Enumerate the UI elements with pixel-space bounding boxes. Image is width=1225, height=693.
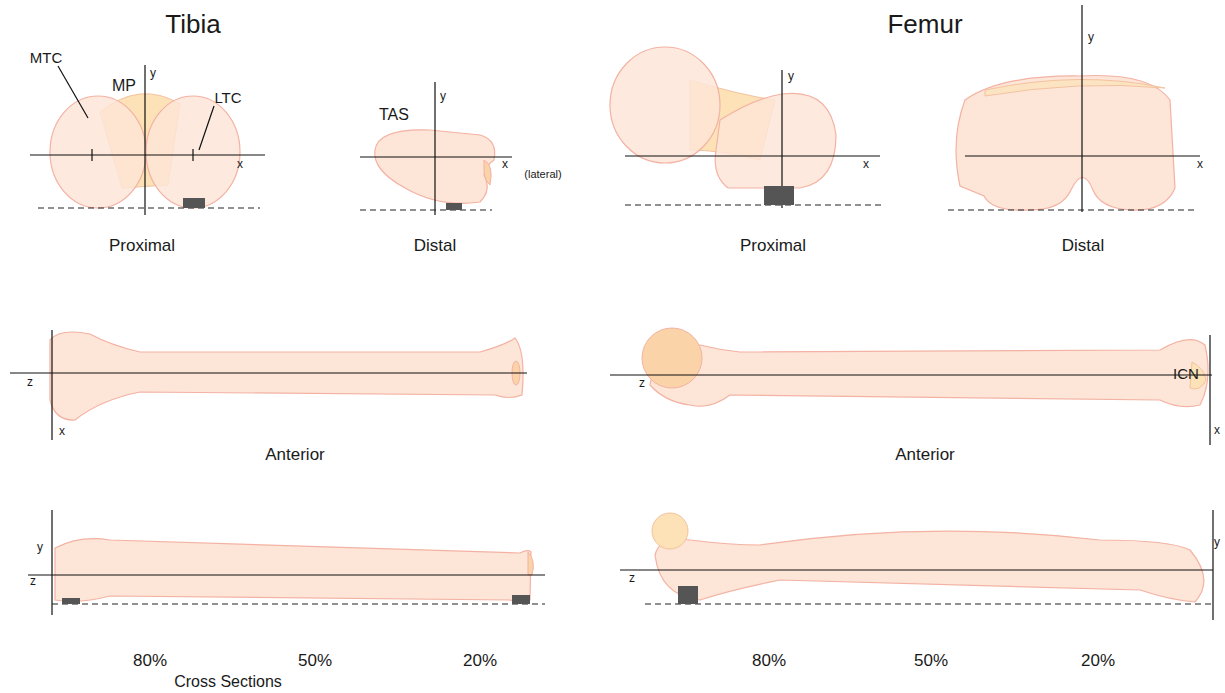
part-label: MP [112, 77, 136, 95]
contact-marker [678, 586, 698, 604]
axis-label: x [502, 158, 508, 171]
axis-label: y [150, 67, 156, 80]
axis-label: z [27, 376, 33, 389]
view-label: Anterior [265, 446, 325, 465]
leader-line [58, 66, 88, 118]
axis-line [192, 149, 193, 161]
axis-label: y [37, 541, 43, 554]
axis-label: z [30, 575, 36, 588]
figure-heading: Tibia [165, 10, 220, 39]
axis-line [1209, 335, 1210, 445]
figure-heading: Femur [887, 10, 962, 39]
axis-line [51, 330, 52, 440]
femur-distal [956, 76, 1175, 211]
contact-marker [512, 595, 530, 604]
greater-trochanter [715, 93, 836, 188]
part-label: LTC [214, 90, 241, 107]
axis-label: x [863, 158, 869, 171]
view-label: Proximal [740, 237, 806, 256]
axis-label: x [237, 158, 243, 171]
femur-anterior [650, 340, 1208, 407]
femur-anterior-view [610, 328, 1212, 445]
axis-line [51, 510, 52, 615]
femur-lateral [655, 531, 1204, 602]
axis-note: (lateral) [524, 168, 561, 180]
tibia-anterior [50, 332, 523, 420]
contact-marker [446, 203, 462, 210]
axis-line [28, 574, 545, 575]
tibia-distal-view [360, 82, 512, 215]
section-caption: Cross Sections [174, 673, 282, 691]
section-percent: 50% [914, 652, 948, 671]
contact-marker [62, 598, 80, 604]
section-percent: 80% [752, 652, 786, 671]
tibia-anterior-view [10, 330, 527, 440]
lateral-condyle [146, 96, 240, 208]
baseline-dashed [948, 209, 1195, 210]
axis-line [1081, 5, 1082, 212]
part-label: ICN [1173, 366, 1199, 383]
axis-label: y [1214, 536, 1220, 549]
tibia-proximal-view [30, 65, 265, 215]
bone-region [985, 79, 1165, 96]
baseline-dashed [38, 207, 260, 208]
baseline-dashed [645, 603, 1213, 604]
axis-label: x [59, 425, 65, 438]
view-label: Proximal [109, 237, 175, 256]
axis-line [30, 154, 265, 155]
medial-condyle [50, 96, 146, 208]
femoral-head [642, 328, 702, 388]
baseline-dashed [625, 204, 885, 205]
tibia-lateral [55, 539, 531, 602]
axis-line [620, 569, 1213, 570]
section-percent: 80% [133, 652, 167, 671]
leader-line [199, 106, 214, 150]
axis-label: x [1214, 424, 1220, 437]
axis-line [360, 156, 512, 157]
femoral-head [610, 47, 720, 163]
axis-line [10, 372, 527, 373]
baseline-dashed [360, 209, 492, 210]
section-percent: 50% [298, 652, 332, 671]
axis-line [434, 82, 435, 215]
femur-lateral-view [620, 510, 1213, 620]
femur-distal-view [948, 5, 1200, 212]
axis-label: y [1088, 31, 1094, 44]
contact-marker [183, 198, 205, 208]
part-label: MTC [30, 50, 63, 67]
axis-label: y [788, 70, 794, 83]
view-label: Anterior [895, 446, 955, 465]
axis-line [144, 65, 145, 215]
axis-line [965, 155, 1200, 156]
bone-region [484, 160, 491, 185]
axis-label: x [1197, 158, 1203, 171]
axis-line [610, 374, 1212, 375]
tibia-lateral-view [28, 510, 545, 615]
contact-marker [764, 186, 794, 205]
axis-label: y [440, 90, 446, 103]
section-percent: 20% [463, 652, 497, 671]
femoral-head [652, 513, 688, 549]
view-label: Distal [1062, 237, 1105, 256]
section-percent: 20% [1081, 652, 1115, 671]
femur-proximal-view [610, 47, 885, 208]
axis-line [91, 149, 92, 161]
axis-line [625, 155, 880, 156]
axis-label: z [639, 377, 645, 390]
bone-region [528, 552, 533, 575]
axis-line [1212, 510, 1213, 620]
baseline-dashed [52, 603, 545, 604]
view-label: Distal [414, 237, 457, 256]
part-label: TAS [379, 106, 409, 124]
axis-label: z [629, 572, 635, 585]
